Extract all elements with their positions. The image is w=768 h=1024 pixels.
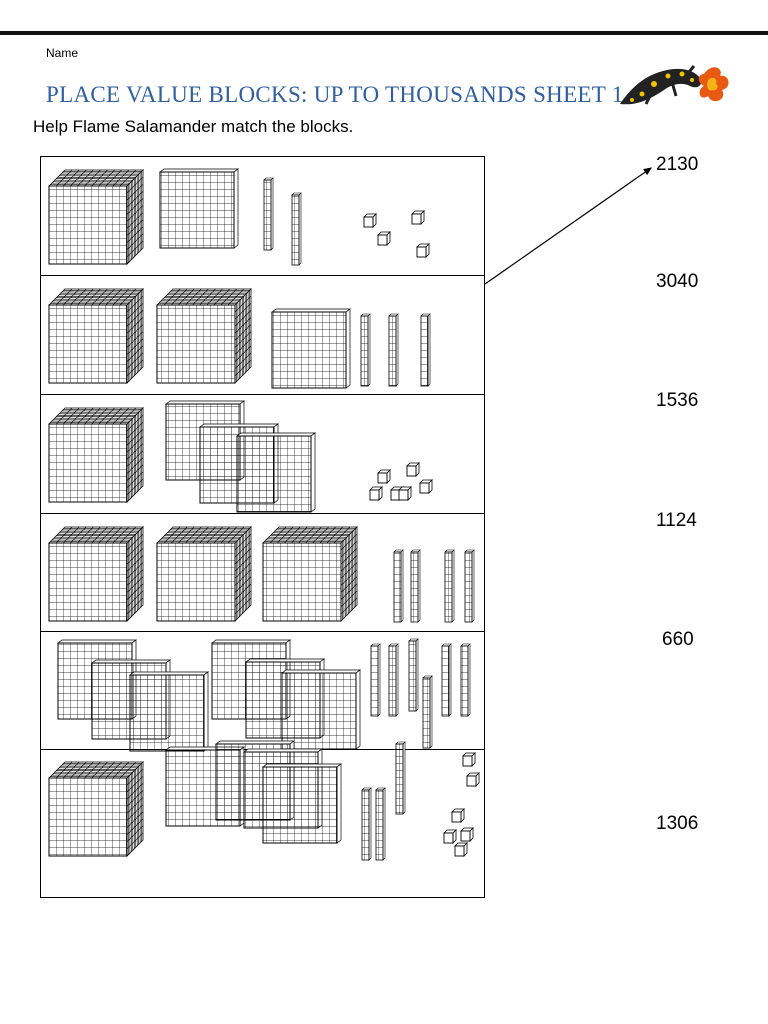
row-divider [40,275,485,276]
row-divider [40,513,485,514]
instructions: Help Flame Salamander match the blocks. [33,117,354,136]
answer-option[interactable]: 1124 [656,510,697,531]
row-divider [40,394,485,395]
name-label: Name [46,46,79,60]
row-divider [40,749,485,750]
worksheet-title: PLACE VALUE BLOCKS: UP TO THOUSANDS SHEE… [46,82,624,107]
top-rule [0,31,768,35]
answer-option[interactable]: 2130 [656,154,699,175]
answer-option[interactable]: 3040 [656,271,699,292]
answer-option[interactable]: 660 [662,629,694,650]
answer-option[interactable]: 1306 [656,813,699,834]
blocks-panel [40,156,485,898]
match-arrow [484,167,652,285]
answer-option[interactable]: 1536 [656,390,699,411]
row-divider [40,631,485,632]
salamander-icon [620,65,729,105]
